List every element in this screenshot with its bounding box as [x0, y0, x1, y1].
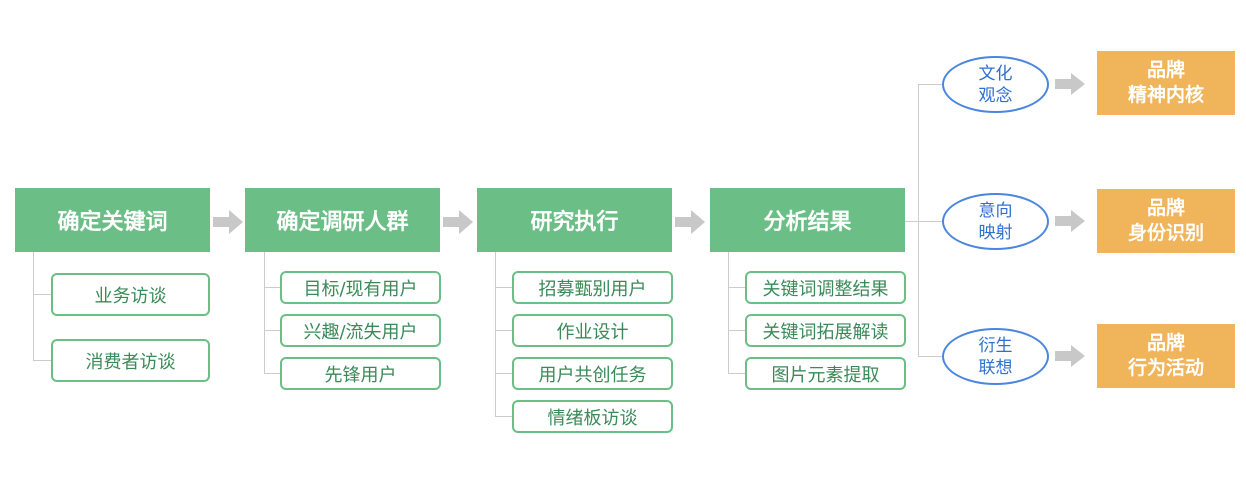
- oval-line: 衍生: [978, 335, 1013, 356]
- connector-line: [495, 373, 512, 374]
- item-co-creation: 用户共创任务: [512, 357, 673, 390]
- connector-line: [728, 287, 745, 288]
- oval-line: 观念: [978, 85, 1013, 106]
- connector-line: [495, 416, 512, 417]
- brand-line: 品牌: [1146, 197, 1185, 219]
- stage-target-group: 确定调研人群: [245, 188, 440, 252]
- connector-line: [495, 287, 512, 288]
- brand-line: 行为活动: [1127, 357, 1204, 379]
- connector-line: [918, 356, 942, 357]
- connector-line: [918, 84, 942, 85]
- connector-line: [33, 294, 51, 295]
- arrow-right-icon: [213, 210, 243, 234]
- stage-research: 研究执行: [477, 188, 672, 252]
- connector-line: [728, 252, 729, 373]
- item-business-interview: 业务访谈: [51, 273, 210, 316]
- item-image-extract: 图片元素提取: [745, 357, 906, 390]
- oval-line: 文化: [978, 63, 1013, 84]
- connector-line: [33, 360, 51, 361]
- oval-association: 衍生 联想: [942, 328, 1049, 385]
- brand-line: 身份识别: [1127, 222, 1204, 244]
- stage-keywords: 确定关键词: [15, 188, 210, 252]
- arrow-right-icon: [443, 210, 473, 234]
- brand-line: 品牌: [1146, 59, 1185, 81]
- connector-line: [264, 252, 265, 373]
- oval-culture: 文化 观念: [942, 56, 1049, 113]
- connector-line: [495, 252, 496, 416]
- oval-line: 意向: [978, 200, 1013, 221]
- item-keyword-adjust: 关键词调整结果: [745, 271, 906, 304]
- connector-line: [918, 84, 919, 356]
- brand-line: 品牌: [1146, 332, 1185, 354]
- brand-line: 精神内核: [1127, 84, 1204, 106]
- connector-line: [918, 221, 942, 222]
- oval-line: 联想: [978, 357, 1013, 378]
- item-target-users: 目标/现有用户: [280, 271, 441, 304]
- connector-line: [264, 330, 280, 331]
- arrow-right-icon: [1055, 345, 1085, 367]
- item-recruit-users: 招募甄别用户: [512, 271, 673, 304]
- connector-line: [905, 221, 918, 222]
- connector-line: [33, 252, 34, 360]
- stage-analysis: 分析结果: [710, 188, 905, 252]
- brand-spirit: 品牌 精神内核: [1097, 51, 1235, 115]
- item-moodboard-interview: 情绪板访谈: [512, 400, 673, 433]
- connector-line: [264, 373, 280, 374]
- connector-line: [728, 373, 745, 374]
- brand-identity: 品牌 身份识别: [1097, 189, 1235, 253]
- item-keyword-expand: 关键词拓展解读: [745, 314, 906, 347]
- item-interest-users: 兴趣/流失用户: [280, 314, 441, 347]
- connector-line: [495, 330, 512, 331]
- arrow-right-icon: [1055, 73, 1085, 95]
- oval-line: 映射: [978, 222, 1013, 243]
- brand-activity: 品牌 行为活动: [1097, 324, 1235, 388]
- oval-intent: 意向 映射: [942, 193, 1049, 250]
- connector-line: [728, 330, 745, 331]
- item-pioneer-users: 先锋用户: [280, 357, 441, 390]
- item-consumer-interview: 消费者访谈: [51, 339, 210, 382]
- connector-line: [264, 287, 280, 288]
- item-task-design: 作业设计: [512, 314, 673, 347]
- arrow-right-icon: [675, 210, 705, 234]
- arrow-right-icon: [1055, 210, 1085, 232]
